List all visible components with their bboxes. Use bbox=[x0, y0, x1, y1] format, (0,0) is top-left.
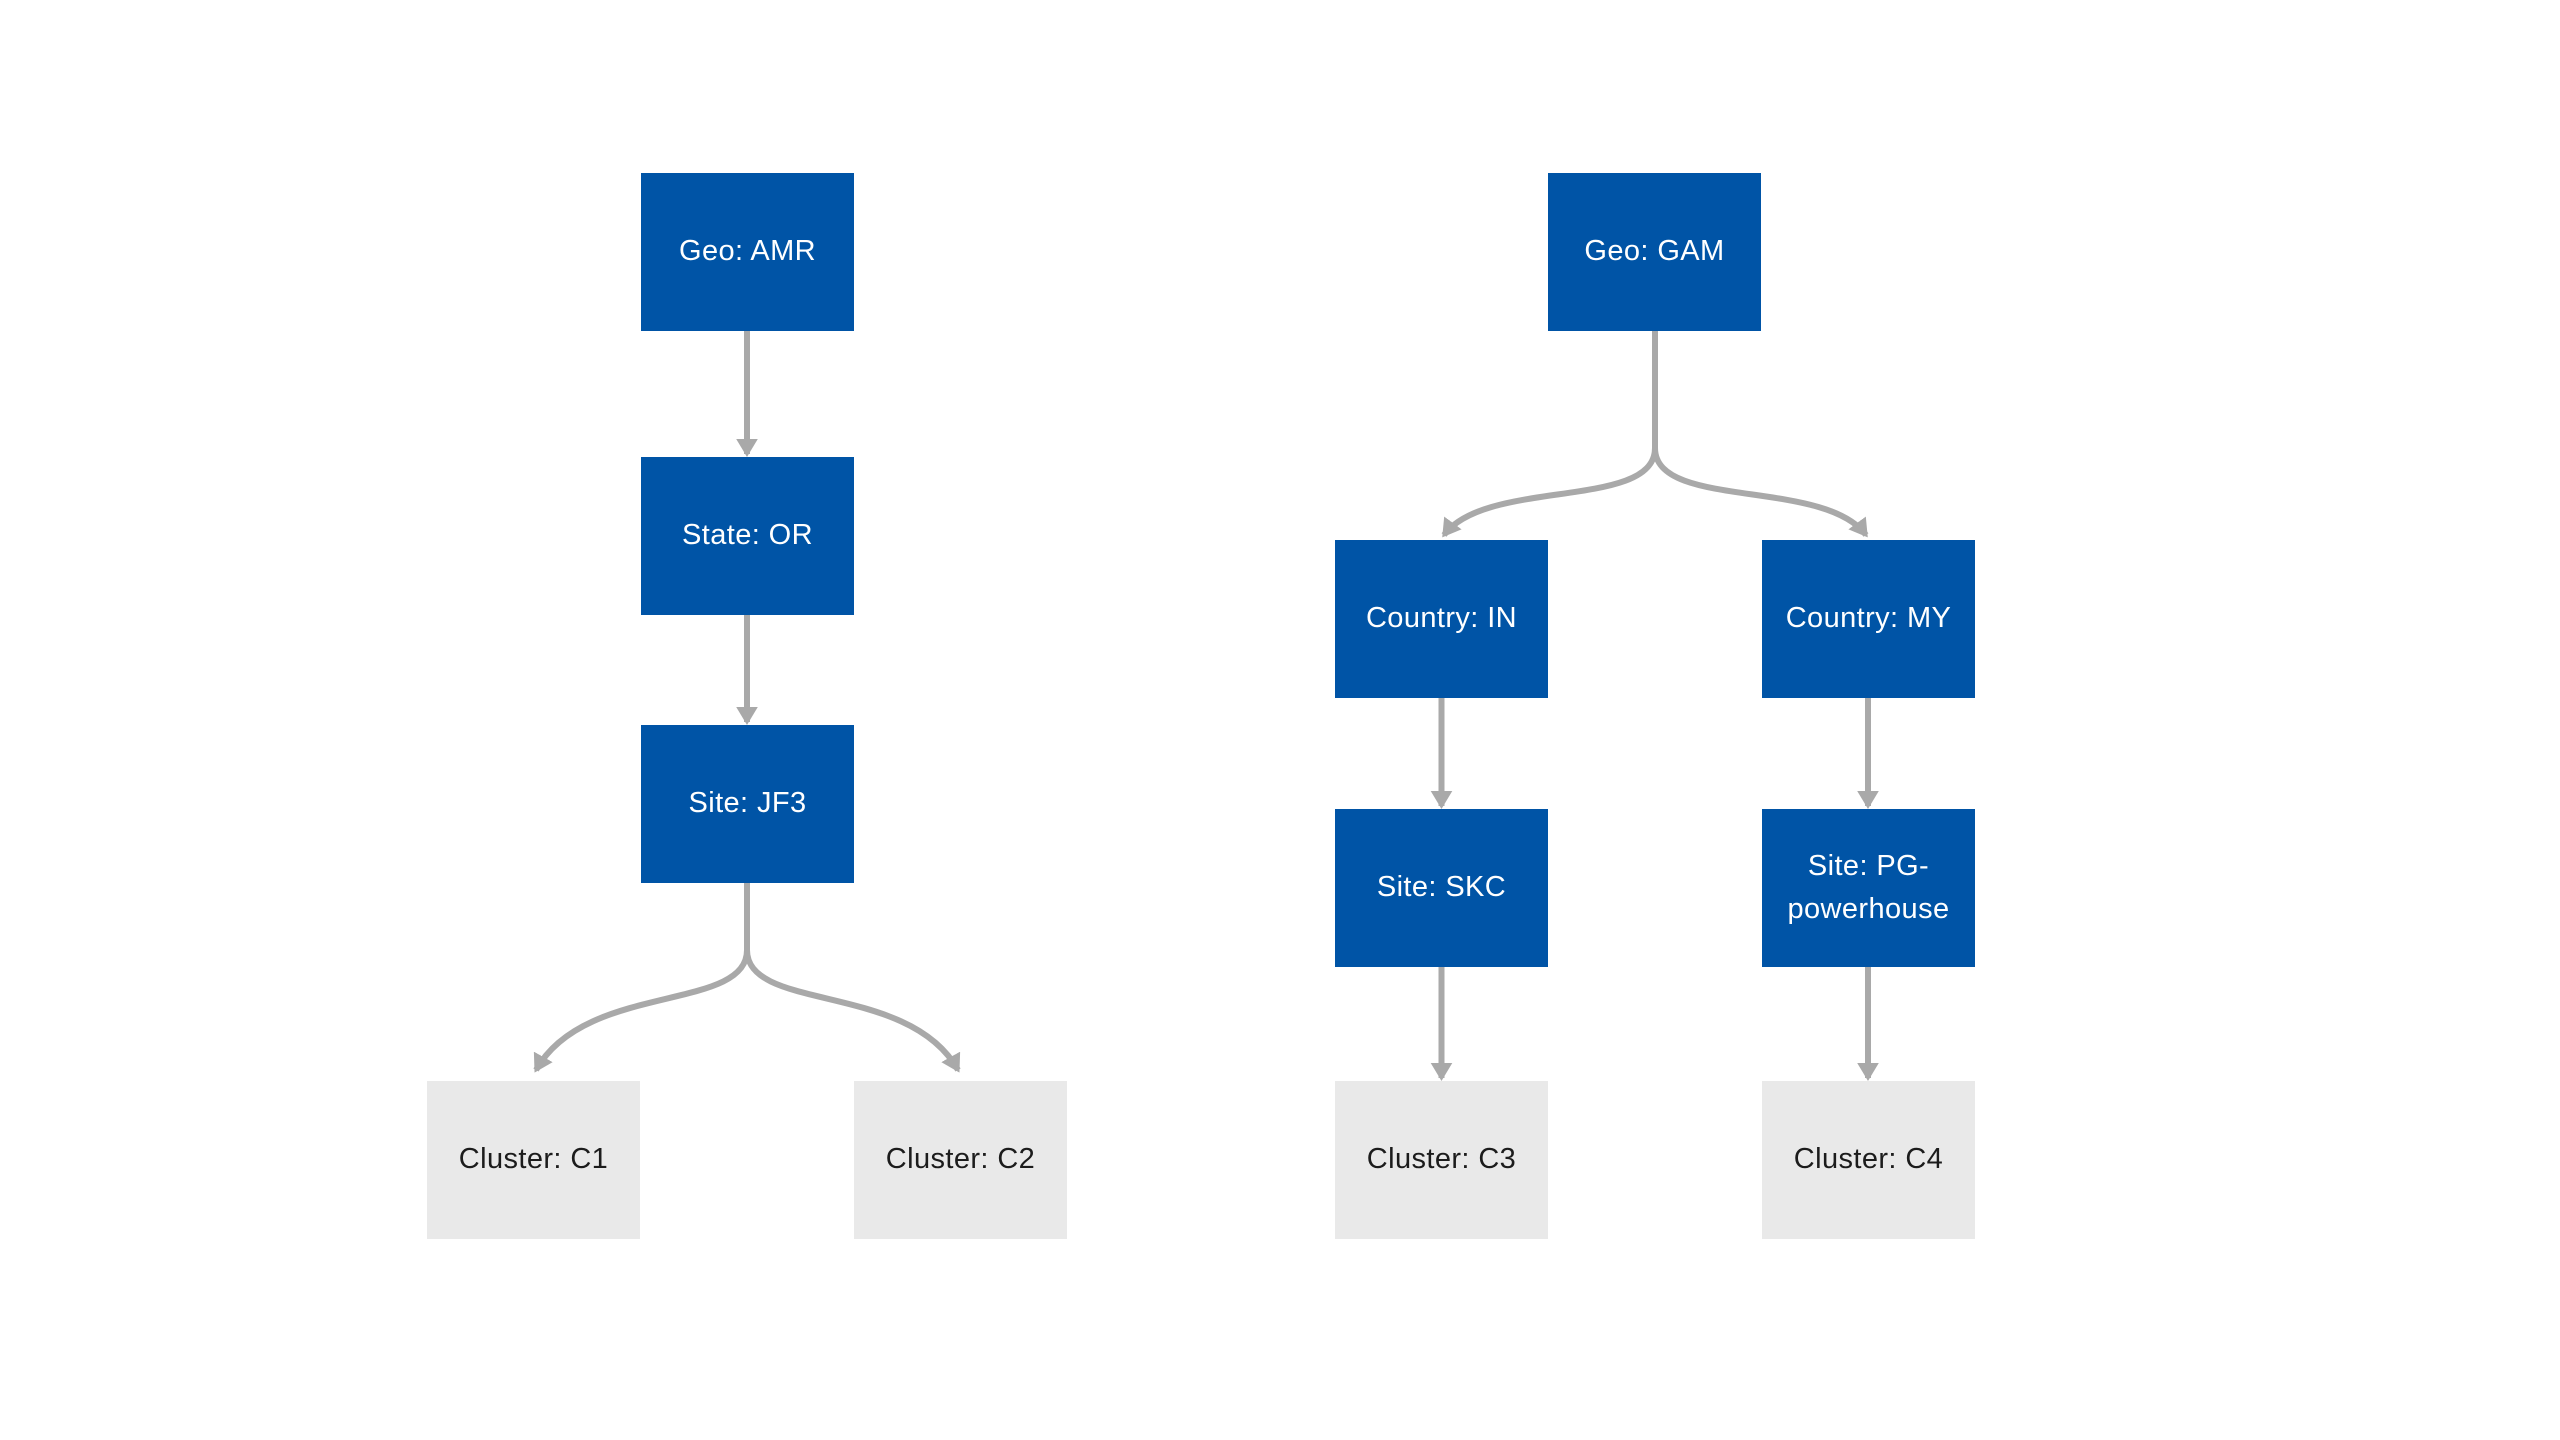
node-geo-amr: Geo: AMR bbox=[641, 173, 854, 331]
node-state-or-label: State: OR bbox=[682, 519, 813, 552]
node-cluster-c2: Cluster: C2 bbox=[854, 1081, 1067, 1239]
node-state-or: State: OR bbox=[641, 457, 854, 615]
node-country-my-label: Country: MY bbox=[1785, 602, 1952, 635]
node-cluster-c4: Cluster: C4 bbox=[1762, 1081, 1975, 1239]
edge-site-jf3-to-cluster-c1 bbox=[533, 949, 750, 1073]
node-cluster-c2-label: Cluster: C2 bbox=[885, 1143, 1036, 1176]
node-geo-amr-label: Geo: AMR bbox=[679, 235, 816, 268]
node-geo-gam-label: Geo: GAM bbox=[1584, 235, 1725, 268]
node-cluster-c3: Cluster: C3 bbox=[1335, 1081, 1548, 1239]
node-site-jf3: Site: JF3 bbox=[641, 725, 854, 883]
node-site-pg-powerhouse: Site: PG-powerhouse bbox=[1762, 809, 1975, 967]
node-site-skc-label: Site: SKC bbox=[1376, 871, 1507, 904]
node-country-my: Country: MY bbox=[1762, 540, 1975, 698]
node-site-skc: Site: SKC bbox=[1335, 809, 1548, 967]
node-geo-gam: Geo: GAM bbox=[1548, 173, 1761, 331]
node-cluster-c1-label: Cluster: C1 bbox=[458, 1143, 609, 1176]
node-country-in-label: Country: IN bbox=[1365, 602, 1518, 635]
node-site-pg-powerhouse-label: Site: PG-powerhouse bbox=[1787, 849, 1950, 926]
node-country-in: Country: IN bbox=[1335, 540, 1548, 698]
edge-geo-gam-to-country-in bbox=[1441, 447, 1658, 538]
node-cluster-c1: Cluster: C1 bbox=[427, 1081, 640, 1239]
node-cluster-c4-label: Cluster: C4 bbox=[1793, 1143, 1944, 1176]
edge-geo-gam-to-country-my bbox=[1652, 447, 1869, 538]
edge-site-jf3-to-cluster-c2 bbox=[744, 949, 961, 1073]
node-cluster-c3-label: Cluster: C3 bbox=[1366, 1143, 1517, 1176]
node-site-jf3-label: Site: JF3 bbox=[688, 787, 807, 820]
